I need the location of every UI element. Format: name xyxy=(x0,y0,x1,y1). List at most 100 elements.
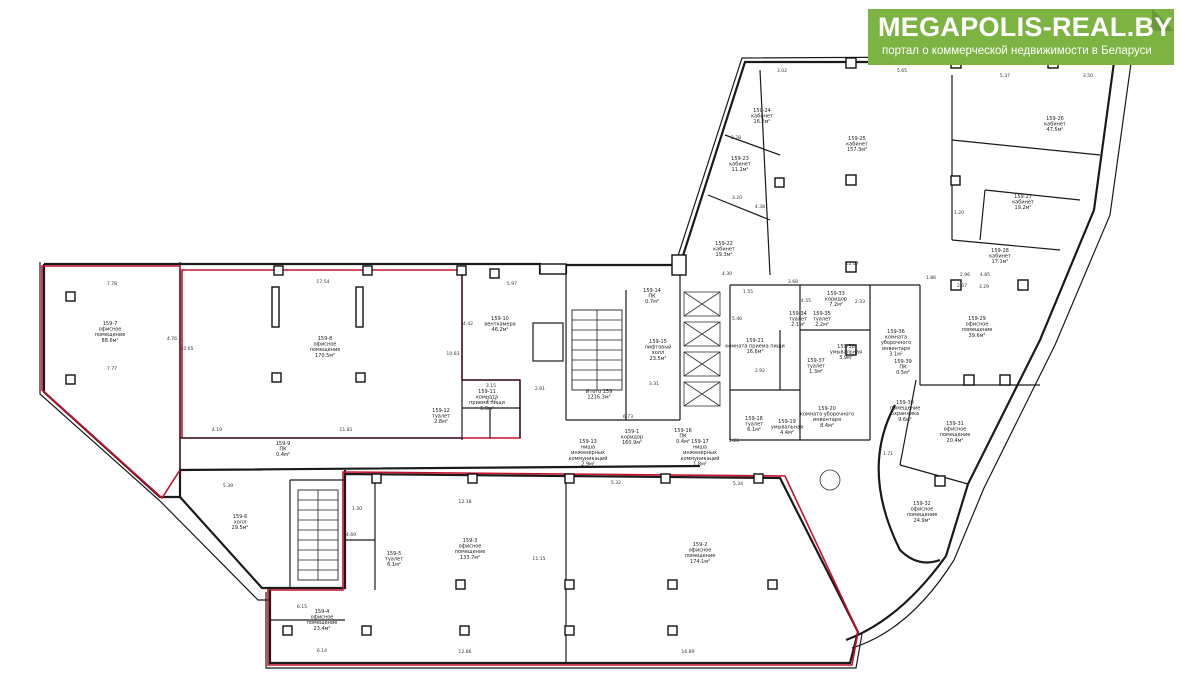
dimension-label: 2.61 xyxy=(535,386,545,392)
dimension-label: 1.55 xyxy=(743,289,753,295)
dimension-label: 4.38 xyxy=(755,204,765,210)
outer-walls xyxy=(39,55,1133,669)
dimension-label: 7.78 xyxy=(107,281,117,287)
dimension-label: 11.15 xyxy=(532,556,545,562)
dimension-label: 2.26 xyxy=(729,438,739,444)
dimension-label: 2.33 xyxy=(855,299,865,305)
logo-fold-corner xyxy=(1152,9,1174,31)
dimension-label: 3.68 xyxy=(788,279,798,285)
dimension-label: 1.20 xyxy=(954,210,964,216)
dimension-label: 2.07 xyxy=(957,283,967,289)
dimension-label: 6.14 xyxy=(317,648,327,654)
dimension-label: 4.76 xyxy=(167,336,177,342)
columns xyxy=(65,57,1059,636)
dimension-label: 3.15 xyxy=(486,383,496,389)
dimension-label: 4.19 xyxy=(212,427,222,433)
elevator-shafts xyxy=(683,291,721,407)
dimension-label: 2.92 xyxy=(755,368,765,374)
dimension-label: 1.30 xyxy=(352,506,362,512)
dimension-label: 10.65 xyxy=(180,346,193,352)
dimension-label: 4.55 xyxy=(801,298,811,304)
dimension-label: 4.42 xyxy=(463,321,473,327)
dimension-label: 16.89 xyxy=(681,649,694,655)
dimension-label: 2.96 xyxy=(960,272,970,278)
dimension-label: 12.18 xyxy=(458,499,471,505)
dimension-label: 3.28 xyxy=(731,135,741,141)
dimension-label: 3.29 xyxy=(979,284,989,290)
dimension-label: 7.77 xyxy=(107,366,117,372)
logo-subtitle: портал о коммерческой недвижимости в Бел… xyxy=(882,45,1152,57)
dimension-label: 3.31 xyxy=(649,381,659,387)
dimension-label: 6.15 xyxy=(297,604,307,610)
site-logo[interactable]: MEGAPOLIS-REAL.BY портал о коммерческой … xyxy=(868,9,1174,65)
dimension-label: 4.30 xyxy=(722,271,732,277)
dimension-label: 10.83 xyxy=(446,351,459,357)
dimension-label: 17.54 xyxy=(316,279,329,285)
vent-shaft xyxy=(532,322,564,362)
dimension-label: 12.86 xyxy=(458,649,471,655)
dimension-label: 5.46 xyxy=(732,316,742,322)
interior-walls xyxy=(179,69,1101,663)
dimension-label: 5.65 xyxy=(897,68,907,74)
logo-title: MEGAPOLIS-REAL.BY xyxy=(878,12,1173,42)
dimension-label: 3.37 xyxy=(486,398,496,404)
round-column xyxy=(819,469,841,491)
dimension-label: 6.73 xyxy=(623,414,633,420)
dimension-label: 5.32 xyxy=(611,480,621,486)
dimension-label: 1.86 xyxy=(926,275,936,281)
dimension-label: 12.07 xyxy=(845,261,858,267)
dimension-label: 1.71 xyxy=(883,451,893,457)
dimension-label: 3.02 xyxy=(777,68,787,74)
dimension-label: 11.81 xyxy=(339,427,352,433)
staircase-north xyxy=(571,309,623,391)
dimension-label: 3.20 xyxy=(732,195,742,201)
dimension-label: 5.37 xyxy=(1000,73,1010,79)
staircase-south xyxy=(297,489,339,581)
dimension-label: 3.50 xyxy=(1083,73,1093,79)
dimension-label: 5.97 xyxy=(507,281,517,287)
dimension-label: 5.34 xyxy=(733,481,743,487)
dimension-label: 4.85 xyxy=(980,272,990,278)
